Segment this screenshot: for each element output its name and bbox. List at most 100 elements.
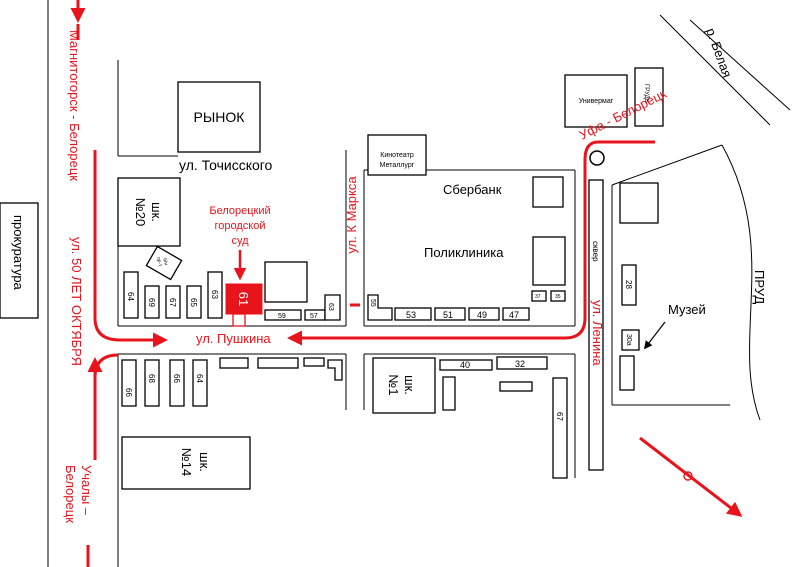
muzey-label: Музей <box>668 302 706 317</box>
school14-label-b: №14 <box>179 448 194 476</box>
num-68: 68 <box>147 374 156 383</box>
num-67b: 67 <box>555 412 564 421</box>
school14-building <box>121 436 251 490</box>
num-57: 57 <box>310 313 318 320</box>
num-49: 49 <box>477 310 487 320</box>
court-annex <box>232 313 246 327</box>
prokuratura-building <box>0 202 39 319</box>
building-63a <box>207 271 223 319</box>
street-pushkina-label: ул. Пушкина <box>196 331 271 346</box>
building-69 <box>144 285 160 319</box>
univermag-building <box>564 74 628 128</box>
building-30a <box>621 329 640 351</box>
num-64a: 64 <box>126 292 135 301</box>
building-tall-south <box>442 376 456 411</box>
building-66b <box>169 359 185 407</box>
building-64a <box>123 271 139 319</box>
river-label: р. Белая <box>703 26 735 80</box>
building-40 <box>439 359 493 371</box>
building-66 <box>121 359 137 407</box>
num-30a: 30а <box>625 334 632 346</box>
num-67a: 67 <box>168 298 177 307</box>
num-65: 65 <box>189 298 198 307</box>
building-47 <box>502 307 530 321</box>
num-55: 55 <box>369 299 376 307</box>
rynok-building <box>177 81 261 153</box>
building-bar1 <box>219 357 249 369</box>
route-uchaly-line <box>93 353 119 460</box>
court-label-1: Белорецкий <box>209 205 270 217</box>
buildings <box>0 67 664 490</box>
building-37 <box>531 290 547 302</box>
court-label-2: городской <box>215 220 266 232</box>
route-magnitogorsk-line <box>93 150 168 348</box>
skver-label: сквер <box>591 241 600 262</box>
small-rotated-label: б/н <box>161 258 169 267</box>
building-67b <box>552 377 568 479</box>
building-bar4 <box>327 359 343 381</box>
building-35 <box>550 290 566 302</box>
num-28: 28 <box>624 280 633 289</box>
kinoteatr-building <box>367 134 427 176</box>
building-28 <box>621 264 637 306</box>
building-55 <box>367 294 393 321</box>
num-40: 40 <box>460 360 470 370</box>
poliklinika-label: Поликлиника <box>424 245 504 260</box>
num-47: 47 <box>509 310 519 320</box>
museum-pointer <box>643 321 666 350</box>
street-lenina-label: ул. Ленина <box>590 300 605 366</box>
route-southeast-line <box>639 436 743 517</box>
num-59: 59 <box>278 313 286 320</box>
num-64b: 64 <box>195 374 204 383</box>
small-rotated-label-2: пр-т <box>155 256 163 267</box>
building-63b <box>324 294 341 321</box>
building-67a <box>165 285 181 319</box>
prokuratura-label: прокуратура <box>11 215 26 291</box>
pond-label: ПРУД <box>752 270 767 304</box>
school20-label-a: шк. <box>149 202 164 222</box>
route-ufa-line <box>287 140 655 346</box>
street-tochisskogo-label: ул. Точисского <box>179 157 273 173</box>
street-k-marksa-label: ул. К Маркса <box>344 176 359 254</box>
building-small-east <box>619 355 635 391</box>
num-37: 37 <box>535 294 541 300</box>
kinoteatr-label: Кинотеатр <box>380 152 414 159</box>
small-rotated-building <box>145 245 183 281</box>
kinoteatr-label-2: Металлург <box>380 162 415 169</box>
building-small-south <box>499 381 533 392</box>
block-building <box>264 261 308 303</box>
rynok-label: РЫНОК <box>194 109 246 125</box>
grud-building <box>634 67 664 127</box>
building-bar2 <box>257 357 299 369</box>
num-69: 69 <box>147 298 156 307</box>
court-number-label: 61 <box>236 292 251 306</box>
sberbank-building <box>532 176 564 208</box>
num-63a: 63 <box>210 290 219 299</box>
building-59 <box>264 309 302 321</box>
num-35: 35 <box>555 294 561 300</box>
sberbank-label: Сбербанк <box>443 182 502 197</box>
roundabout <box>589 150 605 166</box>
route-uchaly-label-2: Белорецк <box>63 465 78 523</box>
building-32 <box>496 356 548 370</box>
route-lines <box>70 0 743 567</box>
corner-building <box>619 182 659 224</box>
skver-strip <box>588 179 604 471</box>
num-63b: 63 <box>327 303 334 311</box>
building-64b <box>192 359 208 407</box>
building-51 <box>434 307 466 321</box>
building-49 <box>468 307 500 321</box>
univermag-label: Универмаг <box>579 98 614 105</box>
num-51: 51 <box>443 310 453 320</box>
poliklinika-building <box>532 236 566 286</box>
building-bar3 <box>303 357 325 367</box>
school20-building <box>117 177 181 247</box>
building-65 <box>186 285 202 319</box>
building-53 <box>394 307 432 321</box>
num-66b: 66 <box>172 374 181 383</box>
route-uchaly-label: Учалы – <box>79 465 94 516</box>
school14-label-a: шк. <box>197 452 212 472</box>
school1-building <box>372 357 436 414</box>
school1-label-b: №1 <box>386 374 401 395</box>
